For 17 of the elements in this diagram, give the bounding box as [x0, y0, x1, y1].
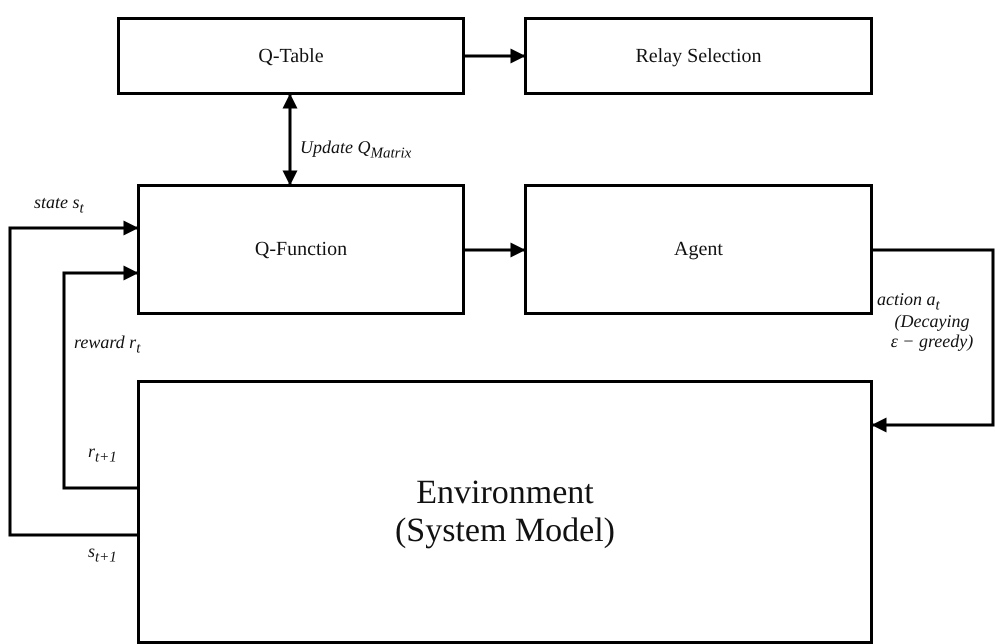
annotation: (Decaying ε − greedy): [890, 312, 974, 352]
node-label: Agent: [674, 238, 723, 261]
arrow: [8, 220, 138, 536]
node-label: Q-Table: [258, 44, 324, 68]
process-box: [524, 17, 873, 95]
process-box: [137, 380, 873, 644]
arrow: [465, 242, 526, 258]
node-label: Q-Function: [254, 238, 348, 261]
arrow: [465, 48, 526, 64]
arrow: [62, 266, 138, 490]
process-box: [137, 184, 465, 315]
arrow: [872, 248, 994, 432]
node-label: Environment (System Model): [394, 474, 616, 550]
arrow: [282, 94, 298, 186]
node-label: Relay Selection: [635, 44, 762, 68]
process-box: [117, 17, 465, 95]
process-box: [524, 184, 873, 315]
